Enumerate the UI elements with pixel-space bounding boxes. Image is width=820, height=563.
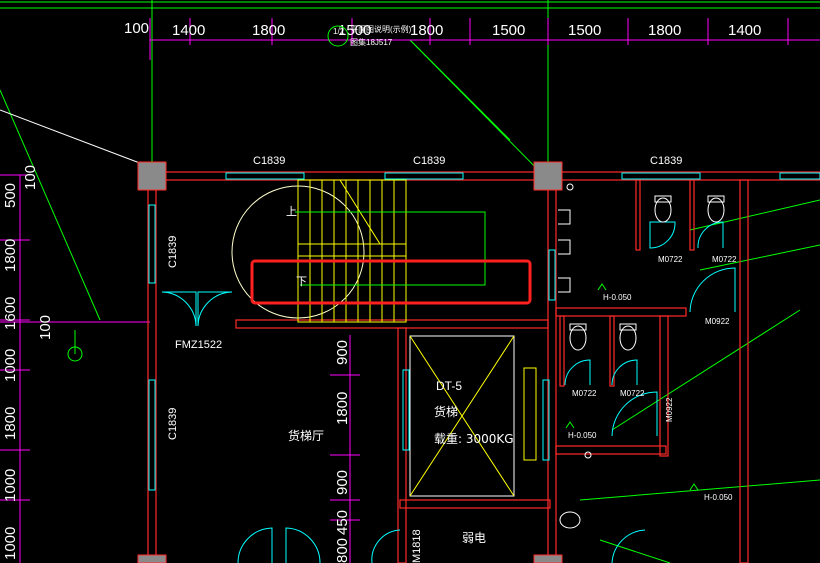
window-label-5: C1839 [167,408,179,440]
dim-top-8: 1400 [728,22,761,39]
dimension-lines [0,18,820,563]
dim-top-6: 1500 [568,22,601,39]
window-label-3: C1839 [650,155,682,167]
dim-top-1: 1400 [172,22,205,39]
column-bottom-left [137,554,167,563]
leader-line [0,109,146,166]
dim-left-1: 1800 [2,239,19,272]
axis-bubble [67,346,83,362]
dim-left-4: 1800 [2,407,19,440]
column-left [137,161,167,191]
dim-top-5: 1500 [492,22,525,39]
dim-top-4: 1800 [410,22,443,39]
room-hall-label: 货梯厅 [288,428,324,443]
door-tag-1: M0722 [658,255,683,264]
columns [137,161,563,563]
stair-arrows [295,211,486,286]
door-tag-2: M0722 [712,255,737,264]
window-label-2: C1839 [413,155,445,167]
dim-mid-2: 900 [334,470,351,495]
dim-mid-3: 450 [334,510,351,535]
level-label-3: H-0.050 [704,493,733,502]
dim-left-7: 100 [22,165,39,190]
axis-note-line3: 图集18J517 [350,37,393,47]
small-door-label: M1818 [411,529,423,563]
elevator-id: DT-5 [436,379,462,393]
door-tag-6: M0922 [665,397,674,422]
column-bottom-right [533,554,563,563]
column-right [533,161,563,191]
level-marks [565,283,699,491]
dim-left-5: 1000 [2,469,19,502]
toilet-fixtures [558,183,725,529]
level-label-1: H-0.050 [603,293,632,302]
dim-left-2: 1600 [2,297,19,330]
door-tag-4: M0722 [572,389,597,398]
axis-note: 1/2 平面图说明(示例) 图集18J517 [327,24,412,47]
highlight-box [250,259,532,305]
dim-top-7: 1800 [648,22,681,39]
axis-note-line1: 1/2 [333,27,345,36]
dim-top-3: 1500 [338,22,371,39]
fire-door-label: FMZ1522 [175,339,222,351]
axis-note-line2: 平面图说明(示例) [350,24,412,34]
window-label-4: C1839 [167,236,179,268]
elevator-type: 货梯 [434,404,458,419]
stair-down-label: 下 [296,276,307,288]
level-label-2: H-0.050 [568,431,597,440]
dim-left-8: 100 [37,315,54,340]
dim-top-0: 100 [124,20,149,37]
dim-left-0: 500 [2,183,19,208]
left-dimension-labels: 500 1800 1600 1000 1800 1000 1000 100 10… [2,165,54,560]
mid-dimension-labels: 900 1800 900 450 800 [334,340,351,563]
top-dimension-labels: 100 1400 1800 1500 1800 1500 1500 1800 1… [124,20,761,39]
elevator-shaft [409,335,537,497]
dim-top-2: 1800 [252,22,285,39]
elevator-capacity: 载重: 3000KG [434,432,514,446]
door-tag-5: M0722 [620,389,645,398]
room-electric-label: 弱电 [462,531,486,545]
dim-mid-1: 1800 [334,392,351,425]
window-labels: C1839 C1839 C1839 C1839 C1839 [167,155,682,440]
dim-mid-0: 900 [334,340,351,365]
window-label-1: C1839 [253,155,285,167]
walls [147,171,820,563]
stair-up-label: 上 [286,205,297,218]
dim-left-6: 1000 [2,527,19,560]
windows [148,172,820,491]
door-tag-3: M0922 [705,317,730,326]
dim-mid-4: 800 [334,538,351,563]
stair [231,179,407,323]
dim-left-3: 1000 [2,349,19,382]
doors [161,221,736,563]
